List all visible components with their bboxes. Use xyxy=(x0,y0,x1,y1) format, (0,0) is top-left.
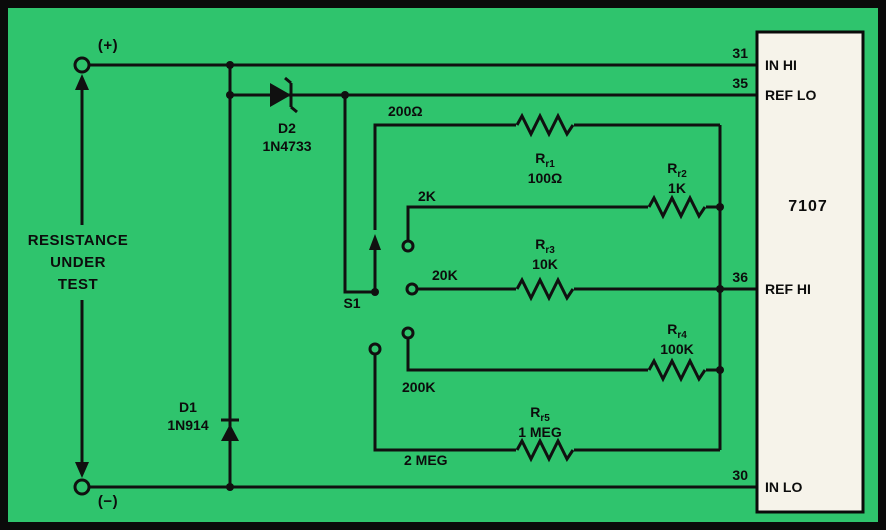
resistor-r2-ref: Rr2 xyxy=(667,160,687,180)
r5-sub: r5 xyxy=(540,413,550,424)
ic-pin-label-in-lo: IN LO xyxy=(765,479,802,495)
resistor-r2-value: 1K xyxy=(668,180,686,196)
ic-name-7107: 7107 xyxy=(788,198,828,215)
diode-d2-part: 1N4733 xyxy=(262,138,311,154)
terminal-negative xyxy=(73,478,91,496)
resistor-r1-ref: Rr1 xyxy=(535,150,555,170)
range-label-2k: 2K xyxy=(418,188,436,204)
range-label-200k: 200K xyxy=(402,379,435,395)
junction-dot xyxy=(341,91,349,99)
resistor-r4-symbol xyxy=(647,357,707,383)
resistor-r5-value: 1 MEG xyxy=(518,424,562,440)
diode-d2-name: D2 xyxy=(278,120,296,136)
ic-pin-label-in-hi: IN HI xyxy=(765,57,797,73)
r3-sub: r3 xyxy=(545,245,555,256)
wire-range-2k xyxy=(406,205,720,241)
resistor-r2-symbol xyxy=(647,194,707,220)
resistance-under-test-label: TEST xyxy=(58,276,98,293)
resistance-under-test-label: UNDER xyxy=(50,254,106,271)
arrow-down-icon xyxy=(75,462,89,478)
terminal-positive xyxy=(73,56,91,74)
switch-contact-2k xyxy=(401,239,415,253)
wire-range-200k xyxy=(406,338,720,372)
pin-number-31: 31 xyxy=(732,45,748,61)
r4-ref: R xyxy=(667,321,677,337)
switch-contact-2meg xyxy=(368,342,382,356)
resistor-r3-value: 10K xyxy=(532,256,558,272)
diode-d1-part: 1N914 xyxy=(167,417,208,433)
resistor-r1-value: 100Ω xyxy=(528,170,563,186)
r2-ref: R xyxy=(667,160,677,176)
diode-d2-zener-bar xyxy=(284,76,298,114)
terminal-negative-label: (−) xyxy=(98,493,118,510)
diode-d1-name: D1 xyxy=(179,399,197,415)
r1-sub: r1 xyxy=(545,159,555,170)
resistor-r3-symbol xyxy=(515,276,575,302)
diode-d2-symbol xyxy=(270,83,291,107)
resistor-r5-ref: Rr5 xyxy=(530,404,550,424)
resistor-r4-ref: Rr4 xyxy=(667,321,687,341)
pin-number-35: 35 xyxy=(732,75,748,91)
pin-number-30: 30 xyxy=(732,467,748,483)
switch-pivot-dot xyxy=(371,288,379,296)
wire-switch-feed xyxy=(343,95,372,294)
ic-pin-label-ref-hi: REF HI xyxy=(765,281,811,297)
resistor-r3-ref: Rr3 xyxy=(535,236,555,256)
junction-dot xyxy=(716,366,724,374)
junction-dot xyxy=(716,285,724,293)
resistor-r4-value: 100K xyxy=(660,341,693,357)
terminal-positive-label: (+) xyxy=(98,37,118,54)
junction-dot xyxy=(226,91,234,99)
diode-d1-symbol xyxy=(221,424,239,441)
r1-ref: R xyxy=(535,150,545,166)
switch-contact-200k xyxy=(401,326,415,340)
resistor-r1-symbol xyxy=(515,112,575,138)
switch-contact-20k xyxy=(405,282,419,296)
range-label-20k: 20K xyxy=(432,267,458,283)
range-label-2meg: 2 MEG xyxy=(404,452,448,468)
r5-ref: R xyxy=(530,404,540,420)
resistor-r5-symbol xyxy=(515,437,575,463)
ic-7107-box xyxy=(755,30,865,514)
r2-sub: r2 xyxy=(677,169,687,180)
r4-sub: r4 xyxy=(677,330,687,341)
range-label-200ohm: 200Ω xyxy=(388,103,423,119)
switch-wiper-arrow-icon xyxy=(369,234,381,250)
switch-s1-label: S1 xyxy=(343,295,360,311)
wire-range-2meg xyxy=(373,354,720,452)
arrow-up-icon xyxy=(75,74,89,90)
resistance-under-test-label: RESISTANCE xyxy=(28,232,129,249)
junction-dot xyxy=(716,203,724,211)
junction-dot xyxy=(226,483,234,491)
ic-pin-label-ref-lo: REF LO xyxy=(765,87,816,103)
junction-dot xyxy=(226,61,234,69)
pin-number-36: 36 xyxy=(732,269,748,285)
r3-ref: R xyxy=(535,236,545,252)
wire-range-200ohm xyxy=(373,123,720,230)
